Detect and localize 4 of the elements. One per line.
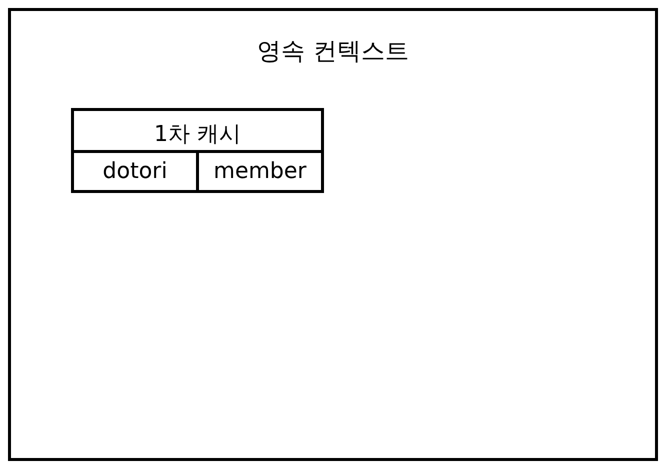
context-frame — [8, 8, 658, 461]
cache-table — [71, 108, 324, 193]
context-title: 영속 컨텍스트 — [257, 36, 409, 67]
table-header: 1차 캐시 — [154, 121, 241, 149]
